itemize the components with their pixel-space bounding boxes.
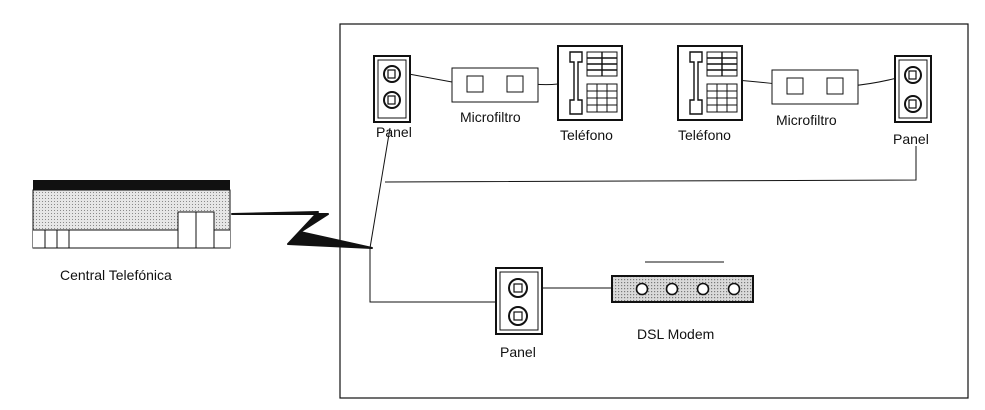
microfilter-label-left: Microfiltro [460,109,521,125]
telephone-icon [677,45,743,121]
premises-frame [339,23,969,399]
panel-label-top-right: Panel [893,131,929,147]
panel-label-top-left: Panel [376,124,412,140]
building-icon [32,180,231,249]
telephone-label-right: Teléfono [678,127,731,143]
panel-label-bottom: Panel [500,344,536,360]
microfilter-icon [451,67,539,103]
modem-label: DSL Modem [637,326,714,342]
central-label: Central Telefónica [60,267,172,283]
wall-jack-icon [894,55,932,123]
lightning-link-icon [231,211,373,249]
wall-jack-icon [373,55,411,123]
microfilter-icon [771,69,859,105]
telephone-label-left: Teléfono [560,127,613,143]
microfilter-label-right: Microfiltro [776,112,837,128]
wall-jack-icon [495,267,543,335]
dsl-modem-icon [611,261,754,303]
wiring [369,71,917,303]
telephone-icon [557,45,623,121]
